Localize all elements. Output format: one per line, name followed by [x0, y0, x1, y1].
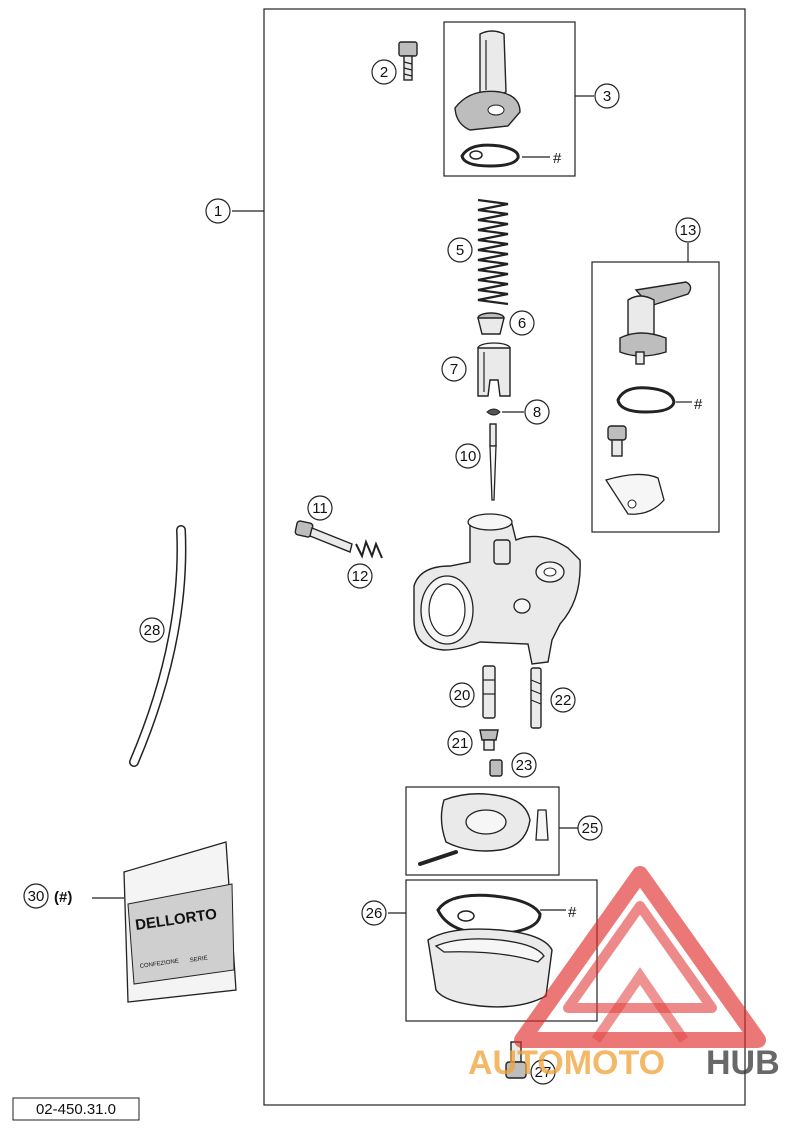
callout-11[interactable]: 11: [307, 495, 333, 521]
part-20-emulsion-tube: [482, 665, 496, 719]
svg-text:23: 23: [516, 757, 533, 774]
part-13-gasket: [616, 386, 676, 414]
part-12-spring: [355, 539, 383, 559]
watermark-logo: AUTOMOTO HUB: [468, 866, 780, 1082]
part-2-screw: [398, 41, 418, 81]
diagram-code: 02-450.31.0: [12, 1097, 140, 1121]
part-5-spring: [477, 198, 509, 306]
part-3-cap: [454, 30, 521, 131]
svg-text:12: 12: [352, 568, 369, 585]
watermark-text-automoto: AUTOMOTO: [468, 1044, 665, 1082]
hash-marker-26: #: [568, 904, 577, 921]
svg-text:SERIE: SERIE: [189, 956, 208, 964]
callout-1[interactable]: 1: [205, 198, 231, 224]
callout-6[interactable]: 6: [509, 310, 535, 336]
hash-marker-3: #: [553, 150, 562, 167]
callout-30[interactable]: 30: [23, 883, 49, 909]
svg-text:5: 5: [456, 242, 464, 259]
svg-text:10: 10: [460, 448, 477, 465]
part-10-needle: [489, 423, 497, 501]
watermark-text-hub: HUB: [706, 1044, 780, 1082]
part-30-repair-bag: DELLORTO CONFEZIONE SERIE: [123, 841, 237, 1003]
callout-3[interactable]: 3: [594, 83, 620, 109]
svg-text:7: 7: [450, 361, 458, 378]
part-26-box: [405, 879, 598, 1022]
callout-8[interactable]: 8: [524, 399, 550, 425]
carburetor-body: [413, 513, 581, 665]
callout-2[interactable]: 2: [371, 59, 397, 85]
part-28-hose: [129, 525, 187, 767]
svg-text:11: 11: [312, 500, 328, 517]
part-22-idle-jet: [530, 667, 542, 729]
part-13-box: [591, 261, 720, 533]
part-11-screw: [294, 520, 353, 553]
svg-text:6: 6: [518, 315, 526, 332]
svg-text:13: 13: [680, 222, 697, 239]
svg-text:1: 1: [214, 203, 222, 220]
part-26-gasket: [436, 893, 542, 936]
svg-text:30: 30: [28, 888, 45, 905]
callout-7[interactable]: 7: [441, 356, 467, 382]
svg-text:28: 28: [144, 622, 161, 639]
callout-13[interactable]: 13: [675, 217, 701, 243]
svg-text:25: 25: [582, 820, 599, 837]
part-26-bowl: [427, 928, 553, 1008]
callout-23[interactable]: 23: [511, 752, 537, 778]
callout-10[interactable]: 10: [455, 443, 481, 469]
svg-text:8: 8: [533, 404, 541, 421]
svg-text:2: 2: [380, 64, 388, 81]
part-25-box: [405, 786, 560, 876]
part-13-screw: [607, 425, 627, 457]
svg-text:02-450.31.0: 02-450.31.0: [36, 1101, 116, 1118]
callout-26[interactable]: 26: [361, 900, 387, 926]
callout-21[interactable]: 21: [447, 730, 473, 756]
callout-27[interactable]: 27: [530, 1059, 556, 1085]
part-6-seat: [477, 312, 505, 335]
part-7-slide: [477, 342, 511, 397]
callout-28[interactable]: 28: [139, 617, 165, 643]
part-13-bracket: [604, 473, 665, 515]
svg-text:26: 26: [366, 905, 383, 922]
part-3-box: [443, 21, 576, 177]
svg-text:21: 21: [452, 735, 469, 752]
callout-20[interactable]: 20: [449, 682, 475, 708]
part-21-main-jet: [479, 729, 499, 751]
callout-25[interactable]: 25: [577, 815, 603, 841]
part-8-clip: [486, 408, 501, 416]
part-3-gasket: [460, 143, 520, 168]
svg-text:27: 27: [535, 1064, 552, 1081]
callout-22[interactable]: 22: [550, 687, 576, 713]
hash-marker-13: #: [694, 396, 703, 413]
assembly-frame: [263, 8, 746, 1106]
svg-text:20: 20: [454, 687, 471, 704]
svg-text:3: 3: [603, 88, 611, 105]
svg-text:CONFEZIONE: CONFEZIONE: [139, 959, 179, 970]
callout-5[interactable]: 5: [447, 237, 473, 263]
part-27-drain-screw: [505, 1041, 527, 1079]
hash-marker-30: (#): [54, 889, 72, 906]
part-25-float: [418, 793, 549, 866]
part-23-jet: [489, 759, 503, 777]
callout-12[interactable]: 12: [347, 563, 373, 589]
svg-text:22: 22: [555, 692, 572, 709]
part-13-starter: [619, 281, 692, 365]
